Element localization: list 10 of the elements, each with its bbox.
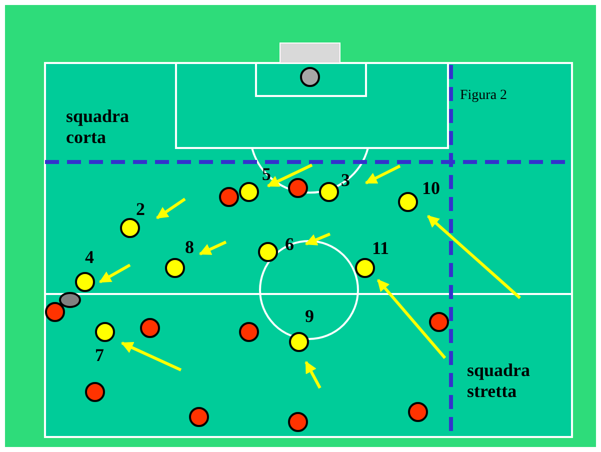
player-number: 7 xyxy=(95,345,104,366)
player-number: 9 xyxy=(305,306,314,327)
player-number: 2 xyxy=(136,199,145,220)
player-number: 4 xyxy=(85,247,94,268)
team-note: squadra corta xyxy=(66,106,130,148)
team-note: squadra stretta xyxy=(467,360,532,402)
player-number: 10 xyxy=(422,178,440,199)
player-number: 8 xyxy=(185,237,194,258)
figure-label: Figura 2 xyxy=(460,88,508,104)
player-number: 11 xyxy=(372,238,390,259)
